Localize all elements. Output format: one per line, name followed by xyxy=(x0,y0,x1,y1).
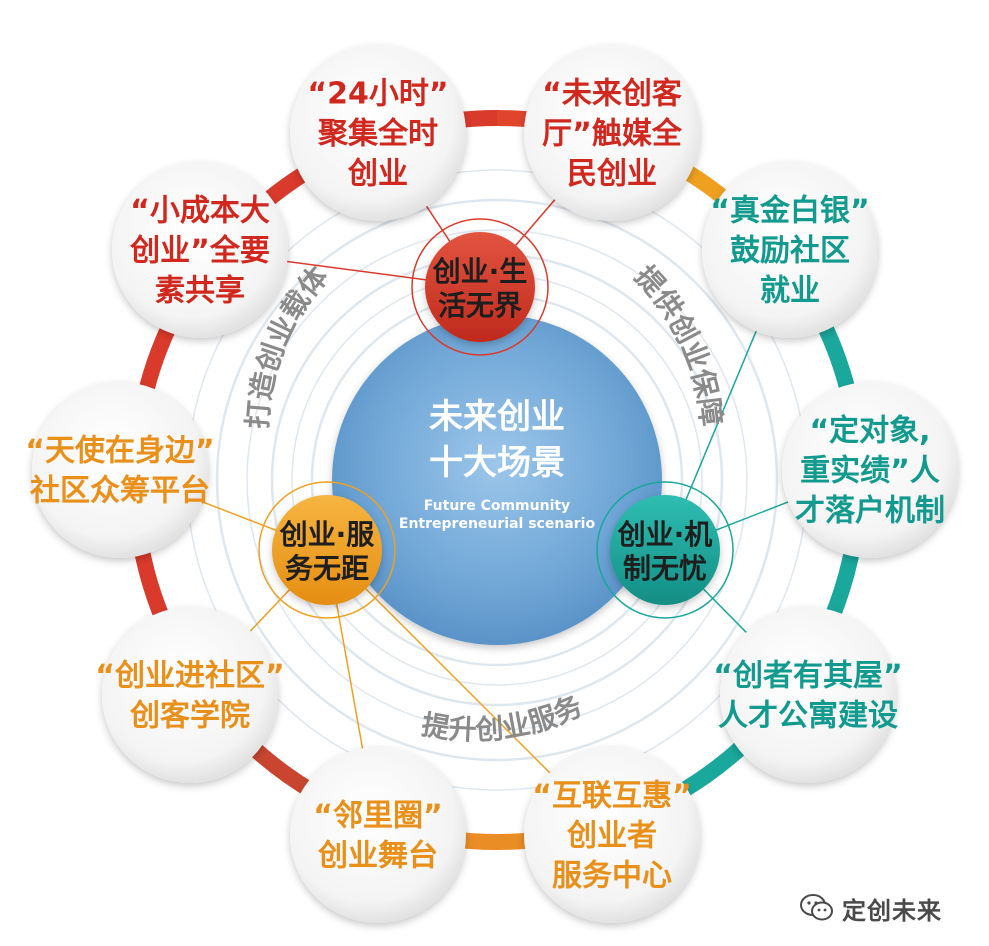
hub-outline xyxy=(411,218,549,356)
bubble-circle xyxy=(290,45,466,221)
scenario-label: 素共享 xyxy=(155,274,245,309)
center-node: 未来创业 十大场景 Future Community Entrepreneuri… xyxy=(332,315,662,645)
concentric-ring xyxy=(215,198,779,762)
scenario-label: 厅”触媒全 xyxy=(542,117,683,152)
bubble-circle xyxy=(702,162,878,338)
scenario-label: 就业 xyxy=(760,274,820,309)
scenario-label: “创者有其屋” xyxy=(713,659,902,694)
bubble-circle xyxy=(290,747,466,923)
scenario-label: 聚集全时 xyxy=(317,117,438,152)
hub-label: 务无距 xyxy=(285,552,369,585)
scenario-label: 创业”全要 xyxy=(129,234,270,269)
scenario-label: 创业 xyxy=(347,157,408,192)
scenario-bubble: “邻里圈” 创业舞台 xyxy=(290,747,466,923)
hub-label: 创业·机 xyxy=(617,518,713,551)
scenario-bubble: “创业进社区” 创客学院 xyxy=(95,607,285,783)
hub-circle xyxy=(610,495,720,605)
bubble-circle xyxy=(112,162,288,338)
scenario-label: 社区众筹平台 xyxy=(30,474,210,509)
hub-label: 制无忧 xyxy=(623,552,707,585)
center-title-line-2: 十大场景 xyxy=(429,443,565,483)
hub-label: 活无界 xyxy=(438,289,522,322)
hub-label: 创业·服 xyxy=(279,518,376,551)
center-title-line-1: 未来创业 xyxy=(429,397,565,437)
scenario-label: “真金白银” xyxy=(710,194,869,229)
hub-circle xyxy=(272,495,382,605)
center-subtitle-line-1: Future Community xyxy=(424,498,570,514)
scenario-label: 创业舞台 xyxy=(317,839,438,874)
concentric-ring xyxy=(246,229,748,731)
hub-circle xyxy=(425,232,535,342)
scenario-bubble: “创者有其屋” 人才公寓建设 xyxy=(713,607,903,783)
scenario-label: 创业者 xyxy=(566,819,657,854)
scenario-label: 创客学院 xyxy=(129,699,250,734)
hub-outline xyxy=(258,481,396,619)
center-subtitle-line-2: Entrepreneurial scenario xyxy=(399,516,596,532)
wechat-icon xyxy=(800,894,833,921)
bubble-circle xyxy=(782,382,958,558)
scenario-label: 鼓励社区 xyxy=(730,234,850,269)
bubble-circle xyxy=(524,45,700,221)
scenario-label: “未来创客 xyxy=(542,77,682,112)
scenario-label: “24小时” xyxy=(307,77,448,112)
hub-label: 创业·生 xyxy=(432,255,528,288)
scenario-label: 人才公寓建设 xyxy=(718,699,898,734)
scenario-label: “创业进社区” xyxy=(95,659,284,694)
scenario-label: 才落户机制 xyxy=(795,494,945,529)
bubble-circle xyxy=(720,607,896,783)
bubble-circle xyxy=(524,747,700,923)
watermark: 定创未来 xyxy=(800,888,942,928)
hub-outline xyxy=(596,481,734,619)
scenario-label: “天使在身边” xyxy=(25,434,214,469)
watermark-text: 定创未来 xyxy=(842,896,942,925)
scenario-bubble: “天使在身边” 社区众筹平台 xyxy=(25,382,215,558)
scenario-label: “小成本大 xyxy=(130,194,270,229)
scenario-label: “定对象, xyxy=(809,414,930,449)
scenario-label: 重实绩”人 xyxy=(800,454,940,489)
scenario-label: “邻里圈” xyxy=(313,799,442,834)
bubble-circle xyxy=(32,382,208,558)
bubble-circle xyxy=(102,607,278,783)
scenario-label: “互联互惠” xyxy=(532,779,691,814)
scenario-label: 民创业 xyxy=(567,157,657,192)
scenario-label: 服务中心 xyxy=(552,859,672,894)
